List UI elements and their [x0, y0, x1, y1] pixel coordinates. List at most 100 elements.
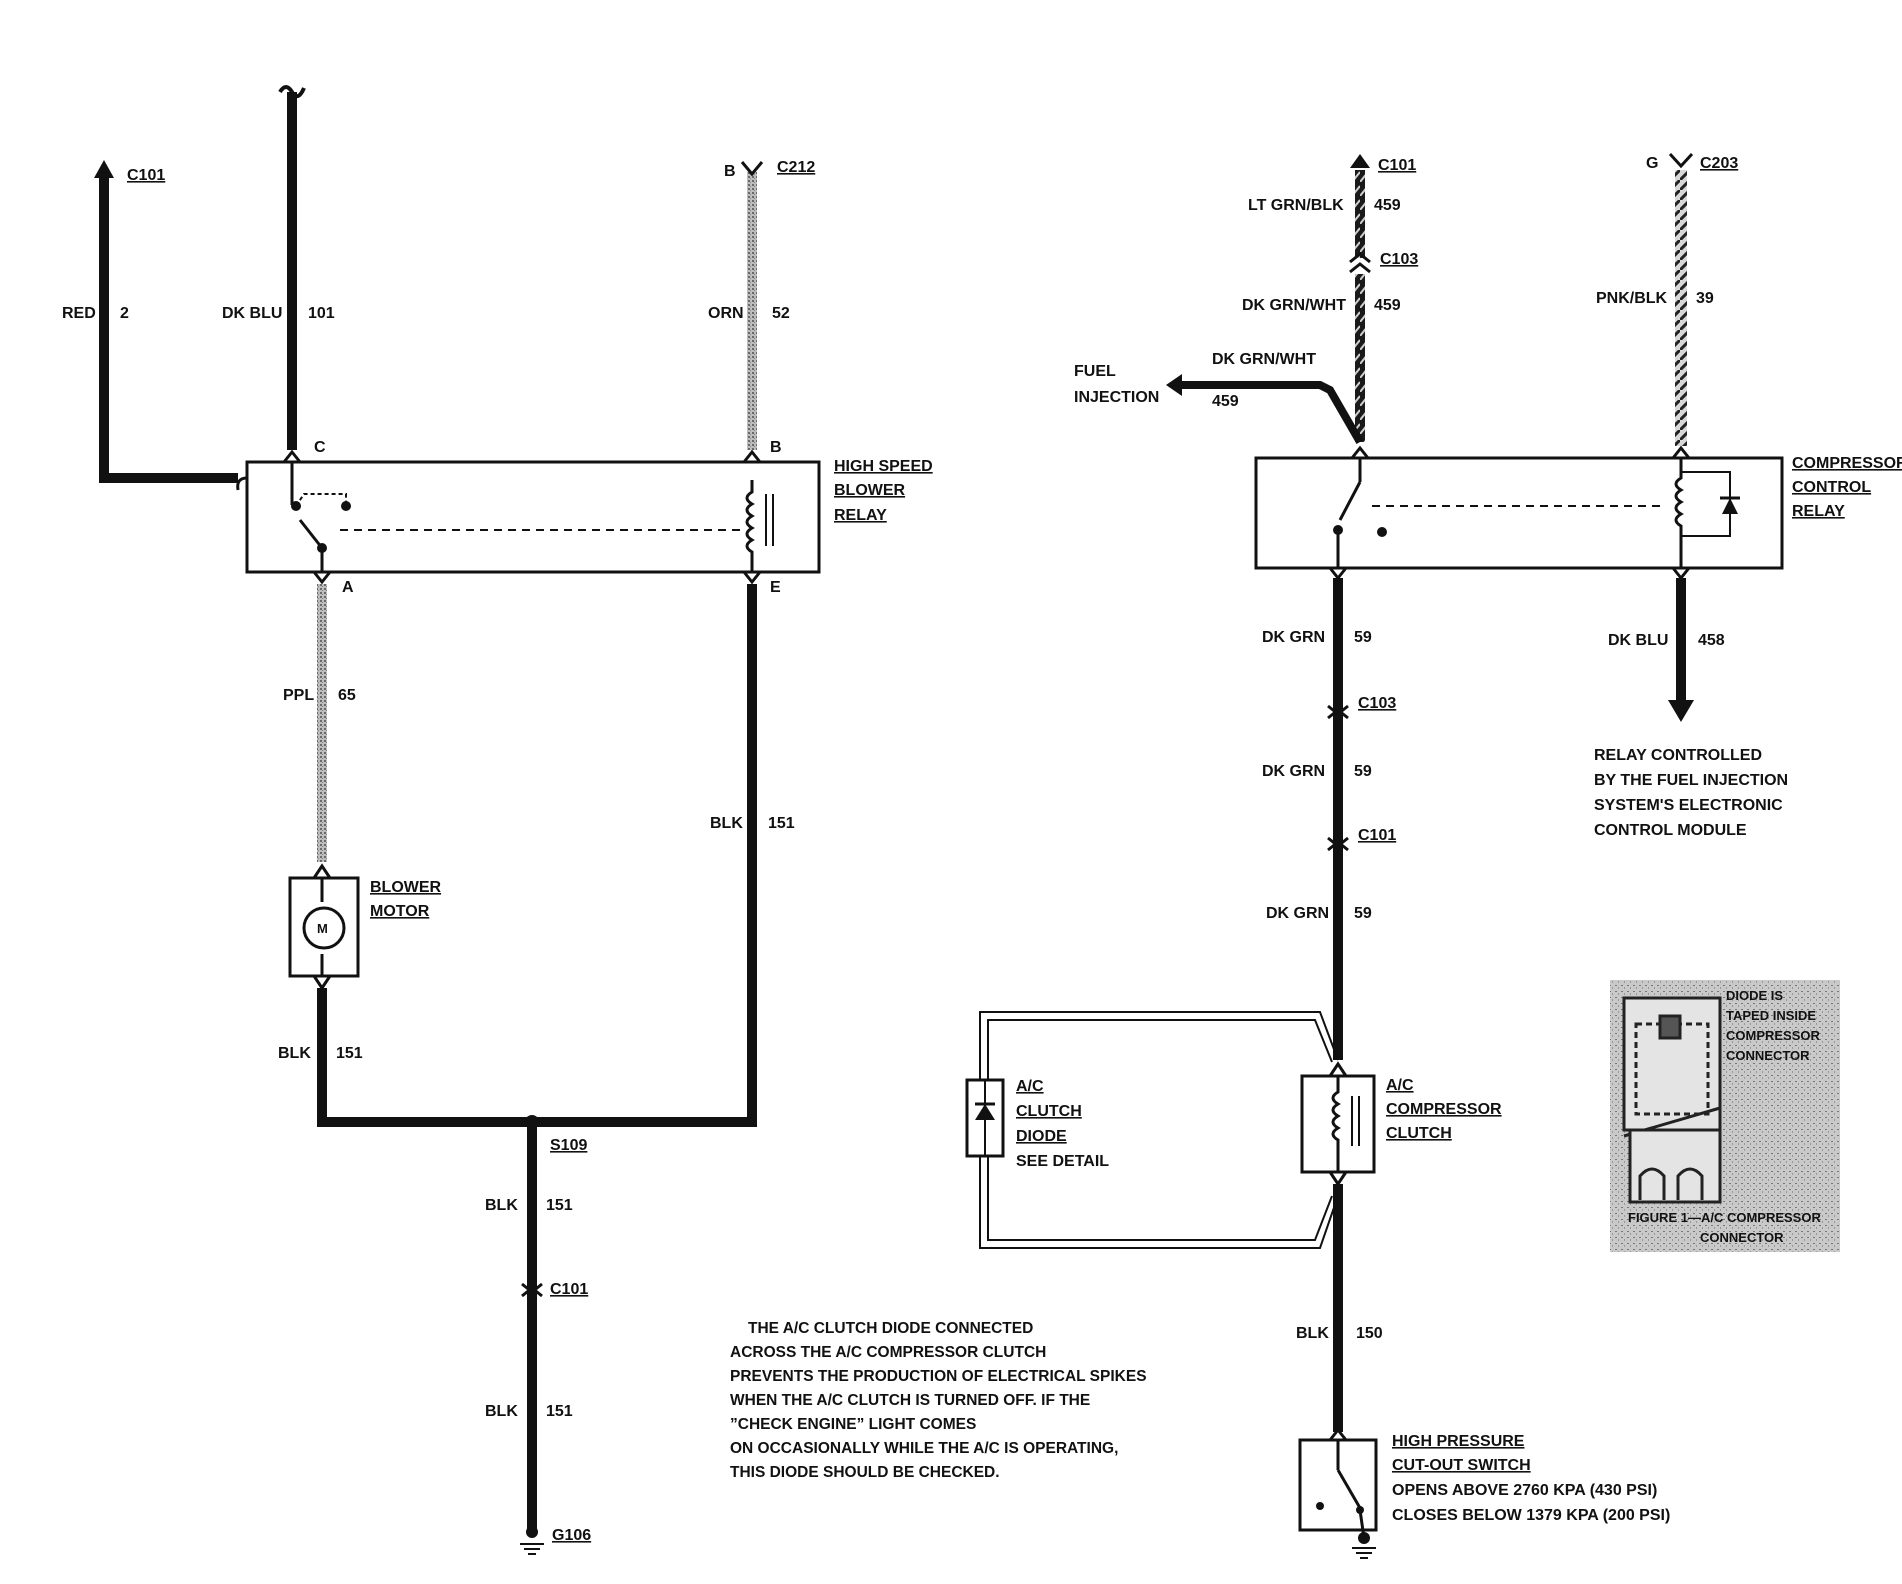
switch-contact-1	[1316, 1502, 1324, 1510]
ccr-diode-icon	[1722, 498, 1738, 514]
blk-relay-circuit-label: 151	[768, 815, 795, 832]
relay-contact-link	[295, 493, 347, 507]
relay-pin-b: B	[770, 439, 782, 456]
motor-terminal-top	[312, 863, 332, 879]
fuel-injection-arrow	[1166, 374, 1182, 396]
detail-figure: DIODE IS TAPED INSIDE COMPRESSOR CONNECT…	[1610, 980, 1840, 1252]
relay-note-3: SYSTEM'S ELECTRONIC	[1594, 797, 1783, 814]
ccr-contact-2	[1377, 527, 1387, 537]
relay-label-1: HIGH SPEED	[834, 458, 933, 475]
clutch-label-2: COMPRESSOR	[1386, 1101, 1502, 1118]
motor-symbol: M	[317, 921, 328, 936]
detail-callout-4: CONNECTOR	[1726, 1048, 1810, 1063]
detail-caption-2: CONNECTOR	[1700, 1230, 1784, 1245]
connector-c103-symbol	[1327, 704, 1349, 720]
relay-label-2: BLOWER	[834, 482, 906, 499]
dk-blu-458-circuit: 458	[1698, 632, 1725, 649]
orn-color-label: ORN	[708, 305, 744, 322]
dk-grn-wht-circuit: 459	[1374, 297, 1401, 314]
blk-150-circuit: 150	[1356, 1325, 1383, 1342]
ground-icon	[520, 1543, 544, 1555]
compressor-control-relay	[1254, 456, 1784, 570]
ground-label: G106	[552, 1527, 591, 1544]
detail-callout-2: TAPED INSIDE	[1726, 1008, 1816, 1023]
explanation-line-2: ACROSS THE A/C COMPRESSOR CLUTCH	[730, 1344, 1046, 1361]
diode-label-3: DIODE	[1016, 1128, 1067, 1145]
motor-icon	[302, 906, 346, 950]
fuel-injection-label-1: FUEL	[1074, 363, 1116, 380]
blk-ground-lower-circuit: 151	[546, 1403, 573, 1420]
explanation-note: THE A/C CLUTCH DIODE CONNECTED ACROSS TH…	[730, 1320, 1147, 1481]
dk-grn-3-color: DK GRN	[1266, 905, 1329, 922]
clutch-label-3: CLUTCH	[1386, 1125, 1452, 1142]
detail-caption-1: FIGURE 1—A/C COMPRESSOR	[1628, 1210, 1821, 1225]
relay-terminal-a	[312, 571, 332, 585]
explanation-line-3: PREVENTS THE PRODUCTION OF ELECTRICAL SP…	[730, 1368, 1147, 1385]
relay-note-2: BY THE FUEL INJECTION	[1594, 772, 1788, 789]
clutch-label-1: A/C	[1386, 1077, 1414, 1094]
relay-pin-e: E	[770, 579, 781, 596]
ccr-label-1: COMPRESSOR	[1792, 455, 1902, 472]
connector-c101-symbol	[1327, 836, 1349, 852]
ground-point	[526, 1526, 538, 1538]
orn-circuit-label: 52	[772, 305, 790, 322]
fuel-injection-circuit: 459	[1212, 393, 1239, 410]
switch-label-2: CUT-OUT SWITCH	[1392, 1457, 1531, 1474]
ccr-switch-arm	[1338, 481, 1362, 521]
ppl-circuit-label: 65	[338, 687, 356, 704]
ccr-label-2: CONTROL	[1792, 479, 1871, 496]
ccr-diode-loop	[1681, 471, 1731, 537]
detail-callout-3: COMPRESSOR	[1726, 1028, 1821, 1043]
high-speed-blower-relay	[245, 460, 821, 574]
dk-grn-3-circuit: 59	[1354, 905, 1372, 922]
compressor-connector-icon	[1622, 996, 1722, 1204]
lt-grn-blk-arrow	[1350, 154, 1370, 168]
pnk-blk-circuit: 39	[1696, 290, 1714, 307]
dk-grn-wht-wire	[1355, 274, 1365, 442]
relay-terminal-e	[742, 571, 762, 585]
ccr-terminal-top-right	[1671, 445, 1691, 459]
top-connector-c101: C101	[1378, 157, 1416, 174]
blk-ground-upper-color: BLK	[485, 1197, 518, 1214]
blk-motor-wire	[317, 584, 757, 1127]
ccr-coil-icon	[1674, 458, 1684, 568]
dk-grn-1-circuit: 59	[1354, 629, 1372, 646]
ccr-label-3: RELAY	[1792, 503, 1845, 520]
connector-c101-lower-symbol	[521, 1282, 543, 1298]
switch-ground-icon	[1352, 1547, 1376, 1559]
relay-note-1: RELAY CONTROLLED	[1594, 747, 1762, 764]
pnk-blk-connector: C203	[1700, 155, 1738, 172]
explanation-line-1: THE A/C CLUTCH DIODE CONNECTED	[748, 1320, 1033, 1337]
orn-wire	[747, 172, 757, 450]
relay-terminal-c	[282, 449, 302, 463]
explanation-line-6: ON OCCASIONALLY WHILE THE A/C IS OPERATI…	[730, 1440, 1118, 1457]
diode-label-4: SEE DETAIL	[1016, 1153, 1109, 1170]
connector-c101-label: C101	[1358, 827, 1396, 844]
pnk-blk-color: PNK/BLK	[1596, 290, 1668, 307]
relay-label-3: RELAY	[834, 507, 887, 524]
clutch-coil-icon	[1331, 1076, 1341, 1172]
switch-label-3: OPENS ABOVE 2760 KPA (430 PSI)	[1392, 1482, 1657, 1499]
clutch-terminal-bottom	[1328, 1171, 1348, 1187]
diode-label-2: CLUTCH	[1016, 1103, 1082, 1120]
dk-blu-458-arrow	[1668, 700, 1694, 722]
red-connector-label: C101	[127, 167, 165, 184]
relay-terminal-b	[742, 449, 762, 463]
blk-relay-color-label: BLK	[710, 815, 743, 832]
lt-grn-blk-color: LT GRN/BLK	[1248, 197, 1344, 214]
inline-connector-c103-symbol	[1349, 252, 1371, 274]
blk-motor-color-label: BLK	[278, 1045, 311, 1062]
orn-pin-label: B	[724, 163, 736, 180]
red-color-label: RED	[62, 305, 96, 322]
switch-label-1: HIGH PRESSURE	[1392, 1433, 1525, 1450]
dk-grn-2-circuit: 59	[1354, 763, 1372, 780]
dk-blu-wire-break	[278, 85, 306, 99]
motor-label-2: MOTOR	[370, 903, 430, 920]
pnk-blk-connector-symbol	[1668, 152, 1694, 169]
blk-ground-upper-circuit: 151	[546, 1197, 573, 1214]
switch-ground-point	[1358, 1532, 1370, 1544]
relay-side-connector	[236, 476, 248, 491]
orn-connector-label: C212	[777, 159, 815, 176]
dk-grn-1-color: DK GRN	[1262, 629, 1325, 646]
